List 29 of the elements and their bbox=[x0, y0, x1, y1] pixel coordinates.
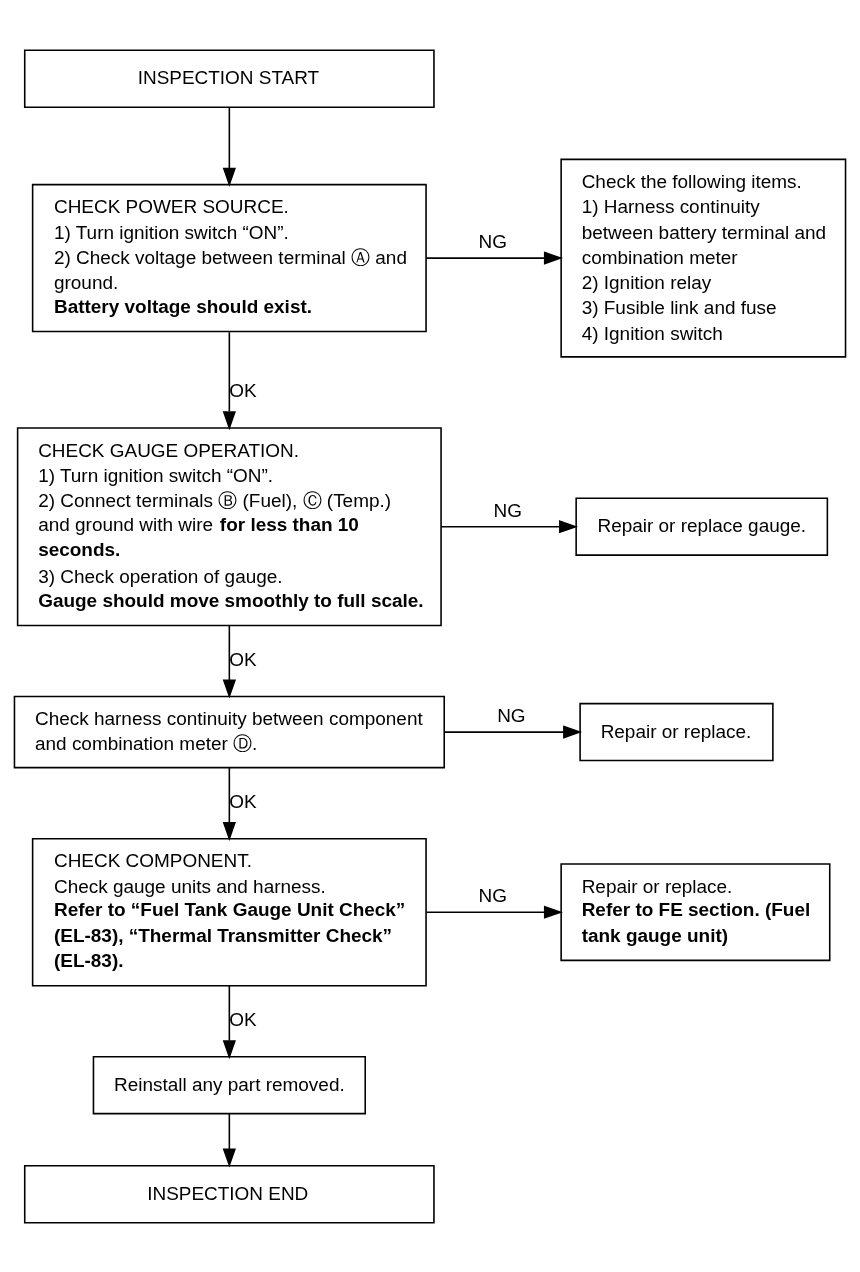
edge-label: NG bbox=[478, 884, 508, 906]
node-box: Check harness continuity between component and combination meter Ⓓ. bbox=[13, 695, 445, 768]
arrow bbox=[222, 766, 236, 841]
node-box: CHECK COMPONENT. Check gauge units and harness. Refer to “Fuel Tank Gauge Unit Check” (EL-83), “Thermal Transmitter Check” (EL-83). bbox=[31, 837, 427, 986]
arrow bbox=[222, 624, 236, 699]
node-box: CHECK POWER SOURCE. 1) Turn ignition switch “ON”. 2) Check voltage between terminal Ⓐ and ground. Battery voltage should exist. bbox=[31, 183, 427, 332]
arrow bbox=[443, 724, 583, 739]
node-box: Repair or replace gauge. bbox=[575, 496, 829, 556]
edge-label: OK bbox=[229, 790, 257, 812]
node-box: Reinstall any part removed. bbox=[92, 1055, 366, 1114]
edge-label: OK bbox=[229, 379, 257, 401]
edge-label: NG bbox=[478, 230, 508, 252]
edge-label: NG bbox=[493, 499, 523, 521]
edge-label: OK bbox=[229, 1008, 257, 1030]
node-box: Repair or replace. Refer to FE section. (Fuel tank gauge unit) bbox=[560, 862, 831, 961]
node-box: Check the following items. 1) Harness continuity between battery terminal and combination meter 2) Ignition relay 3) Fusible link and fuse 4) Ignition switch bbox=[560, 158, 847, 358]
arrow bbox=[222, 984, 236, 1059]
arrow bbox=[425, 250, 563, 265]
arrow bbox=[222, 330, 236, 430]
edge-label: NG bbox=[497, 704, 526, 726]
arrow bbox=[222, 1112, 236, 1167]
arrow bbox=[440, 519, 579, 533]
arrow bbox=[222, 106, 236, 187]
node-box: Repair or replace. bbox=[579, 702, 774, 761]
node-box: INSPECTION START bbox=[23, 49, 435, 108]
node-box: INSPECTION END bbox=[23, 1164, 435, 1223]
arrow bbox=[425, 905, 563, 919]
node-box: CHECK GAUGE OPERATION. 1) Turn ignition switch “ON”. 2) Connect terminals Ⓑ (Fuel), Ⓒ (Temp.) and ground with wire for less than 10 seconds. 3) Check operation of gauge. Gauge should move smoothly to full scale. bbox=[16, 426, 442, 626]
edge-label: OK bbox=[229, 648, 257, 670]
